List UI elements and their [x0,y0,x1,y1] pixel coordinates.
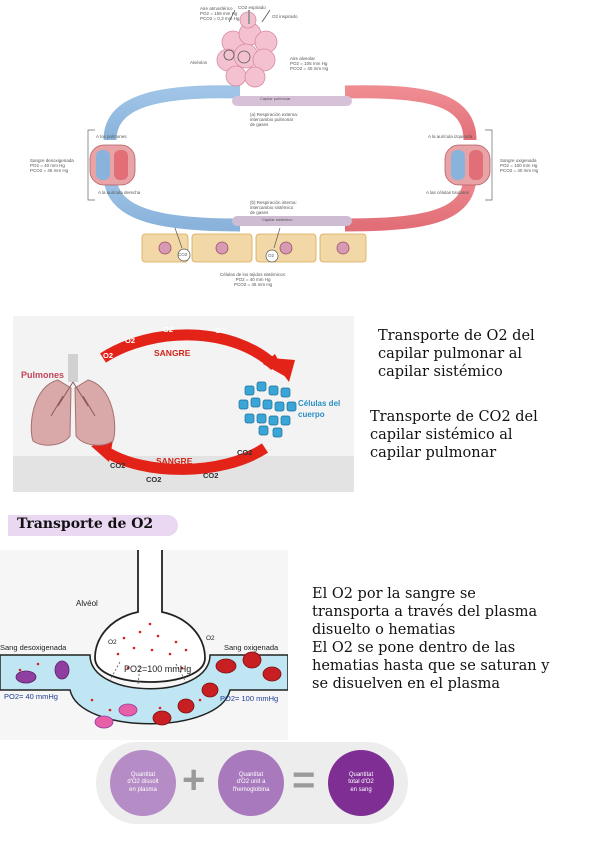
o2-inspired-label: O2 inspirado [272,14,298,19]
right-po2-label: PO2= 100 mmHg [220,694,279,703]
external-respiration-label: (a) Respiración externa:intercambio pulm… [250,112,299,128]
co2-cell-label: CO2 [178,252,188,257]
blood-bottom-label: SANGRE [156,456,193,466]
lungs-label: Pulmones [21,370,65,380]
pulmonary-vein-path [344,85,477,141]
to-tissue-cells-label: A las células tisulares [426,190,470,195]
o2-side-label: O2 [206,635,215,642]
blood-top-label: SANGRE [154,348,191,358]
o2-arrow-label-1: O2 [103,351,114,360]
alveolus-label: Alvéol [76,599,98,608]
co2-arrow-label-4: CO2 [110,461,126,470]
co2-arrow-label-3: CO2 [146,475,162,484]
respiration-cycle-drawing [87,9,493,263]
pulmonary-capillary-label: Capilar pulmonar [260,96,291,101]
o2-arrow-label-4: O2 [215,326,226,335]
lungs-drawing [30,354,116,446]
alveoli-label: Alvéolos [190,60,208,65]
capillary-band-bottom [232,216,352,226]
capillary-band-top [232,96,352,106]
alveolus-diffusion-figure: Alvéol O2 O2 PO2=100 mmHg Sang desoxigen… [0,550,288,740]
plus-sign: + [182,758,206,802]
tissue-cells [141,233,367,263]
co2-expired-label: CO2 espirado [238,5,266,10]
systemic-vein-path [103,174,241,232]
alveolus-diffusion-drawing [0,550,288,729]
alveoli-cluster [216,11,278,88]
alveolar-po2-label: PO2=100 mmHg [124,664,192,674]
internal-respiration-label: (b) Respiración interna:intercambio sist… [250,200,297,216]
o2-cell-label: O2 [268,253,275,258]
o2-arrow-label-2: O2 [125,336,136,345]
blood-transport-drawing [13,329,354,492]
to-lungs-label: A los pulmones [96,134,127,139]
systemic-capillary-label: Capilar sistémico [262,217,293,222]
o2-inner-label: O2 [108,639,117,646]
pulmonary-artery-path [103,85,241,141]
section-heading: Transporte de O2 [17,516,154,532]
heart-right-drawing [444,144,491,186]
oxygenated-blood-label: Sang oxigenada [224,643,279,652]
body-cells-drawing [238,381,297,438]
co2-arrow-label-2: CO2 [203,471,219,480]
to-right-atrium-label: A la aurícula derecha [98,190,141,195]
deoxygenated-blood-label: Sang desoxigenada [0,643,67,652]
heart-left-drawing [89,144,136,186]
to-left-atrium-label: A la aurícula izquierda [428,134,473,139]
equals-sign: = [292,758,316,802]
tissue-cells-label: Células de los tejidos sistémicos:PO2 = … [220,272,287,288]
o2-arrow-label-3: O2 [163,325,174,334]
heading-highlight [8,515,178,536]
systemic-artery-path [344,174,477,232]
co2-arrow-label-1: CO2 [237,448,253,457]
left-po2-label: PO2= 40 mmHg [4,692,58,701]
